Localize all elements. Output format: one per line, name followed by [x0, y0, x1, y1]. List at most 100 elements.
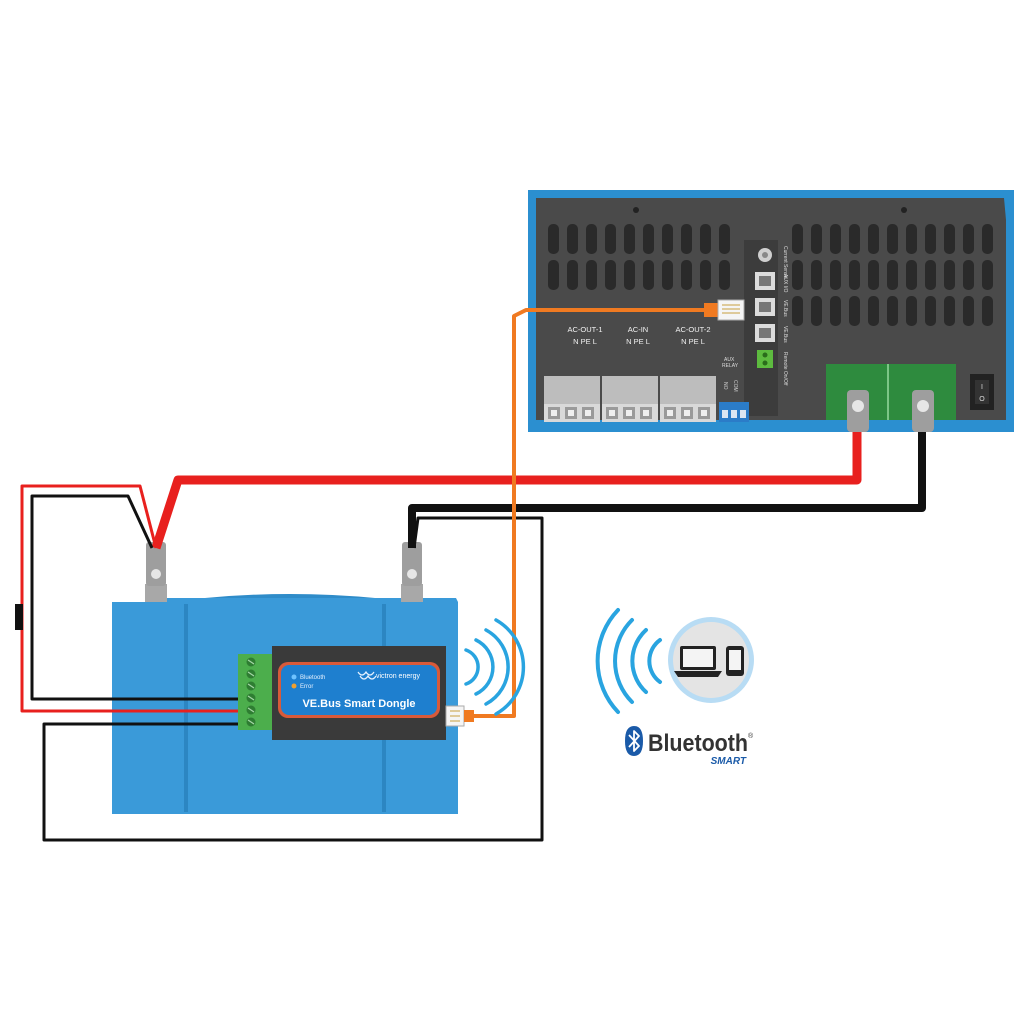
inline-fuse [15, 604, 23, 630]
ac-terminal-housing [602, 376, 658, 404]
cables [15, 308, 926, 842]
vent-slot [925, 224, 936, 254]
dc-lug-positive [847, 390, 869, 432]
vent-slot [906, 260, 917, 290]
vent-slot [982, 296, 993, 326]
bluetooth-logo-text: Bluetooth [648, 730, 748, 757]
vent-slot [605, 224, 616, 254]
vent-slot [586, 260, 597, 290]
vent-slot [887, 260, 898, 290]
svg-text:O: O [979, 396, 985, 403]
inverter-charger: Current Sense AUX I/O VE.Bus VE.Bus Remo… [528, 190, 1014, 432]
vent-slot [792, 224, 803, 254]
remote-terminal [757, 350, 773, 368]
vent-slot [849, 296, 860, 326]
rj45-plug-inverter [704, 299, 745, 321]
vent-slot [719, 260, 730, 290]
vent-slot [719, 224, 730, 254]
led-error-label: Error [300, 684, 313, 690]
vent-slot [830, 296, 841, 326]
bluetooth-logo: Bluetooth ® SMART [625, 726, 754, 767]
error-led [291, 683, 297, 689]
vent-slot [586, 224, 597, 254]
relay-contact-com: COM [732, 380, 738, 392]
negative-cable [408, 432, 926, 548]
bluetooth-smart-text: SMART [711, 756, 747, 767]
bluetooth-trademark: ® [748, 732, 754, 740]
label-vebus-2: VE.Bus [782, 326, 788, 343]
dongle-negative-wire [30, 494, 248, 701]
battery-positive-terminal [145, 542, 167, 602]
vent-slot [944, 296, 955, 326]
ac-in-sub: N PE L [626, 337, 650, 346]
vent-slot [963, 260, 974, 290]
vent-slot [548, 260, 559, 290]
vent-slot [624, 260, 635, 290]
ac-terminal-housing [660, 376, 716, 404]
label-vebus-1: VE.Bus [782, 300, 788, 317]
relay-contact-no: NO [722, 382, 728, 390]
vent-slot [643, 224, 654, 254]
dongle-terminal-block [238, 654, 274, 730]
label-remote: Remote On/Off [782, 352, 788, 386]
vent-slot [567, 260, 578, 290]
vent-slot [605, 260, 616, 290]
vent-slot [868, 296, 879, 326]
dc-lug-negative [912, 390, 934, 432]
vent-slot [830, 224, 841, 254]
vent-slot [830, 260, 841, 290]
vent-slot [868, 224, 879, 254]
ac-out-2-sub: N PE L [681, 337, 705, 346]
vent-slot [906, 224, 917, 254]
dongle-positive-wire [20, 484, 248, 713]
rj45-plug-dongle [445, 705, 474, 727]
vent-slot [792, 260, 803, 290]
phone-icon [726, 646, 744, 676]
vent-slot [811, 260, 822, 290]
label-aux-relay-2: RELAY [722, 363, 739, 369]
vent-slot [681, 260, 692, 290]
vent-slot [963, 296, 974, 326]
label-current-sense: Current Sense [782, 246, 788, 278]
vent-slot [662, 260, 673, 290]
label-aux-io: AUX I/O [782, 274, 788, 292]
vent-slot [700, 260, 711, 290]
dc-terminal-panel [826, 364, 956, 420]
vent-slot [643, 260, 654, 290]
vent-slot [982, 224, 993, 254]
vent-slot [849, 224, 860, 254]
vent-slot [811, 296, 822, 326]
vent-slot [944, 260, 955, 290]
dongle-sense-wire [42, 516, 544, 842]
battery-negative-terminal [401, 542, 423, 602]
wifi-signal-icon [595, 608, 662, 714]
vent-slot [944, 224, 955, 254]
bluetooth-led [291, 674, 297, 680]
vent-slot [792, 296, 803, 326]
bluetooth-device-group: Bluetooth ® SMART [595, 608, 754, 767]
ac-terminal-blocks [544, 376, 716, 422]
vent-slot [811, 224, 822, 254]
dongle-title: VE.Bus Smart Dongle [302, 698, 415, 710]
dongle-label-panel [281, 665, 437, 715]
vent-slot [868, 260, 879, 290]
vent-slot [963, 224, 974, 254]
vebus-smart-dongle: Bluetooth Error victron energy VE.Bus Sm… [238, 646, 474, 740]
svg-text:I: I [981, 384, 983, 391]
led-bluetooth-label: Bluetooth [300, 675, 325, 681]
vent-slot [849, 260, 860, 290]
ac-terminal-housing [544, 376, 600, 404]
vent-slot [887, 224, 898, 254]
laptop-icon [674, 646, 722, 677]
vent-slot [906, 296, 917, 326]
vent-slot [925, 296, 936, 326]
vent-slot [700, 224, 711, 254]
wifi-signal-icon [464, 618, 526, 716]
ac-out-1-label: AC-OUT-1 [567, 325, 602, 334]
dongle-brand: victron energy [376, 673, 420, 680]
victron-logo-icon [357, 670, 377, 680]
ac-out-2-label: AC-OUT-2 [675, 325, 710, 334]
label-aux-relay-1: AUX [724, 357, 735, 363]
